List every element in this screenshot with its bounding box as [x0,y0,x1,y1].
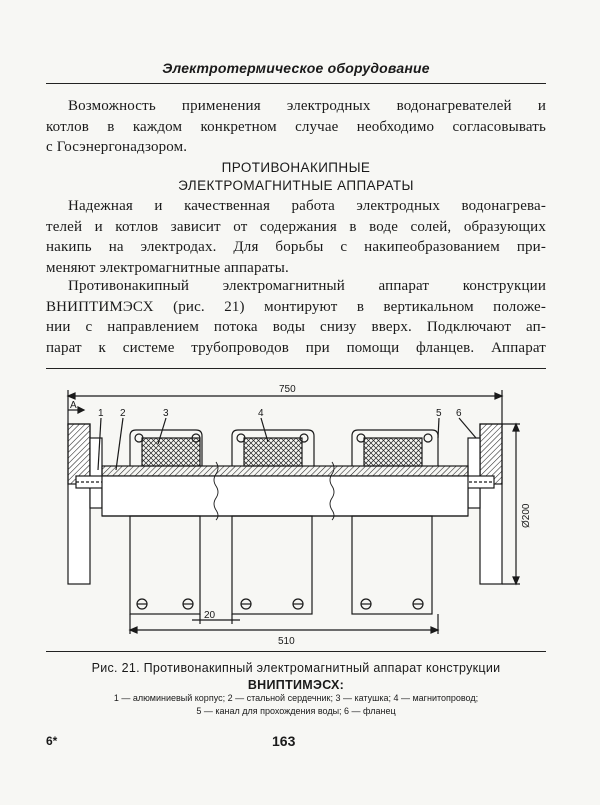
coil-housing-right [351,429,439,467]
core-block-left [129,515,201,615]
running-head: Электротермическое оборудование [162,60,430,76]
legend-line-2: 5 — канал для прохождения воды; 6 — флан… [196,706,396,716]
figure-legend: 1 — алюминиевый корпус; 2 — стальной сер… [36,692,556,718]
caption-line-2: ВНИПТИМЭСХ: [247,678,345,692]
paragraph-3: Противонакипный электромагнитный аппарат… [46,276,546,359]
callout-3: 3 [163,408,169,419]
paragraph-line: телей и котлов зависит от содержания в в… [46,218,546,235]
signature-mark: 6* [46,734,58,748]
callout-1: 1 [98,408,104,419]
paragraph-line: меняют электромагнитные аппараты. [46,260,289,277]
coil-housing-left [129,429,203,467]
paragraph-line: нии с направлением потока воды снизу вве… [46,319,546,336]
callout-6: 6 [456,408,462,419]
section-title-line-2: ЭЛЕКТРОМАГНИТНЫЕ АППАРАТЫ [178,178,414,193]
paragraph-2: Надежная и качественная работа электродн… [46,196,546,279]
paragraph-line: с Госэнергонадзором. [46,139,188,156]
section-mark-a: A [70,400,77,411]
callout-5: 5 [436,408,442,419]
paragraph-line: котлов в каждом конкретном случае необхо… [46,118,546,135]
header-rule [46,83,546,84]
dimension-510-label: 510 [278,636,295,647]
callout-2: 2 [120,408,126,419]
paragraph-line: Возможность применения электродных водон… [68,98,546,114]
paragraph-line: накипь на электродах. Для борьбы с накип… [46,239,546,256]
caption-line-1: Рис. 21. Противонакипный электромагнитны… [91,661,501,675]
callout-4: 4 [258,408,264,419]
paragraph-line: Надежная и качественная работа электродн… [68,198,546,214]
core-block-middle [231,515,313,615]
dimension-20-label: 20 [204,610,216,621]
figure-bottom-rule [46,651,546,652]
diameter-200-label: Ø200 [521,503,532,528]
figure-top-rule [46,368,546,369]
coil-housing-middle [231,429,315,467]
paragraph-line: Противонакипный электромагнитный аппарат… [68,278,546,294]
dimension-750-label: 750 [279,384,296,395]
core-block-right [351,515,433,615]
apparatus-drawing: 750 A 1 2 3 4 5 6 20 510 Ø200 [66,384,532,647]
legend-line-1: 1 — алюминиевый корпус; 2 — стальной сер… [113,693,479,703]
paragraph-line: ВНИПТИМЭСХ (рис. 21) монтируют в вертика… [46,298,546,315]
page-number: 163 [272,733,296,749]
paragraph-1: Возможность применения электродных водон… [46,96,546,158]
section-title-line-1: ПРОТИВОНАКИПНЫЕ [221,160,371,175]
figure-caption: Рис. 21. Противонакипный электромагнитны… [46,660,546,694]
paragraph-line: парат к системе трубопроводов при помощи… [46,340,546,357]
